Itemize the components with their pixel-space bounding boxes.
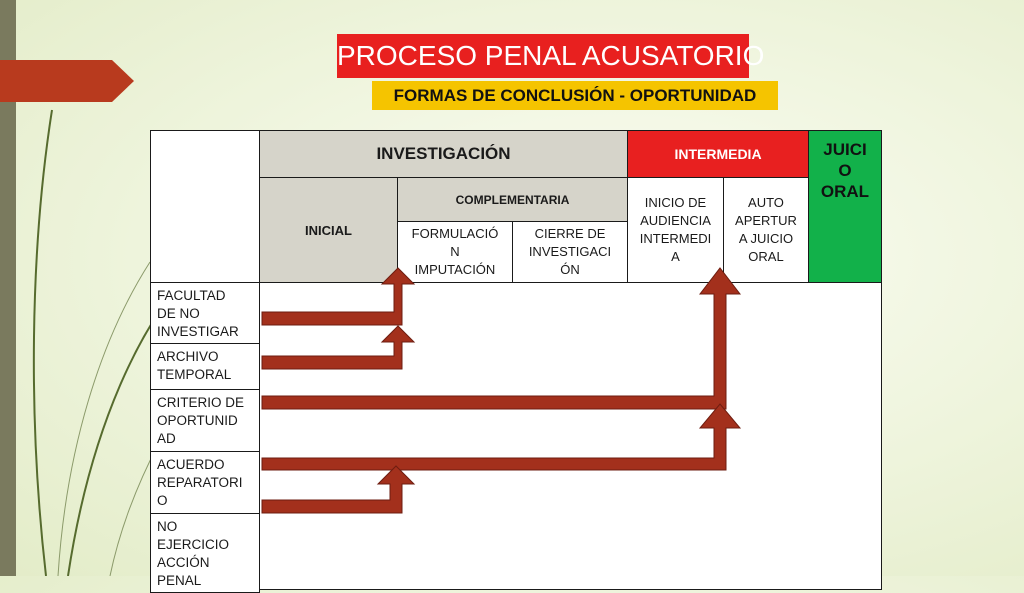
left-red-tab-tip: [112, 60, 134, 102]
arrow-acuerdo-lower: [261, 465, 416, 514]
header-auto-apertura: AUTO APERTUR A JUICIO ORAL: [723, 177, 809, 283]
flow-arrows: [261, 267, 742, 514]
page-subtitle: FORMAS DE CONCLUSIÓN - OPORTUNIDAD: [372, 81, 778, 110]
header-inicio-audiencia: INICIO DE AUDIENCIA INTERMEDI A: [627, 177, 724, 283]
header-inicial: INICIAL: [259, 177, 398, 283]
arrow-archivo: [261, 325, 416, 370]
row-label-criterio: CRITERIO DE OPORTUNID AD: [150, 389, 260, 452]
row-label-facultad: FACULTAD DE NO INVESTIGAR: [150, 282, 260, 344]
page-title: PROCESO PENAL ACUSATORIO: [337, 34, 764, 78]
header-intermedia: INTERMEDIA: [627, 130, 809, 178]
header-complementaria: COMPLEMENTARIA: [397, 177, 628, 222]
arrow-facultad: [261, 267, 416, 326]
left-vertical-bar: [0, 0, 16, 576]
arrow-criterio: [261, 267, 742, 410]
row-label-acuerdo: ACUERDO REPARATORI O: [150, 451, 260, 514]
header-juicio-oral: JUICI O ORAL: [808, 130, 882, 283]
left-red-tab: [0, 60, 112, 102]
arrow-acuerdo-upper: [261, 403, 742, 471]
header-formulacion-imputacion: FORMULACIÓ N IMPUTACIÓN: [397, 221, 513, 283]
